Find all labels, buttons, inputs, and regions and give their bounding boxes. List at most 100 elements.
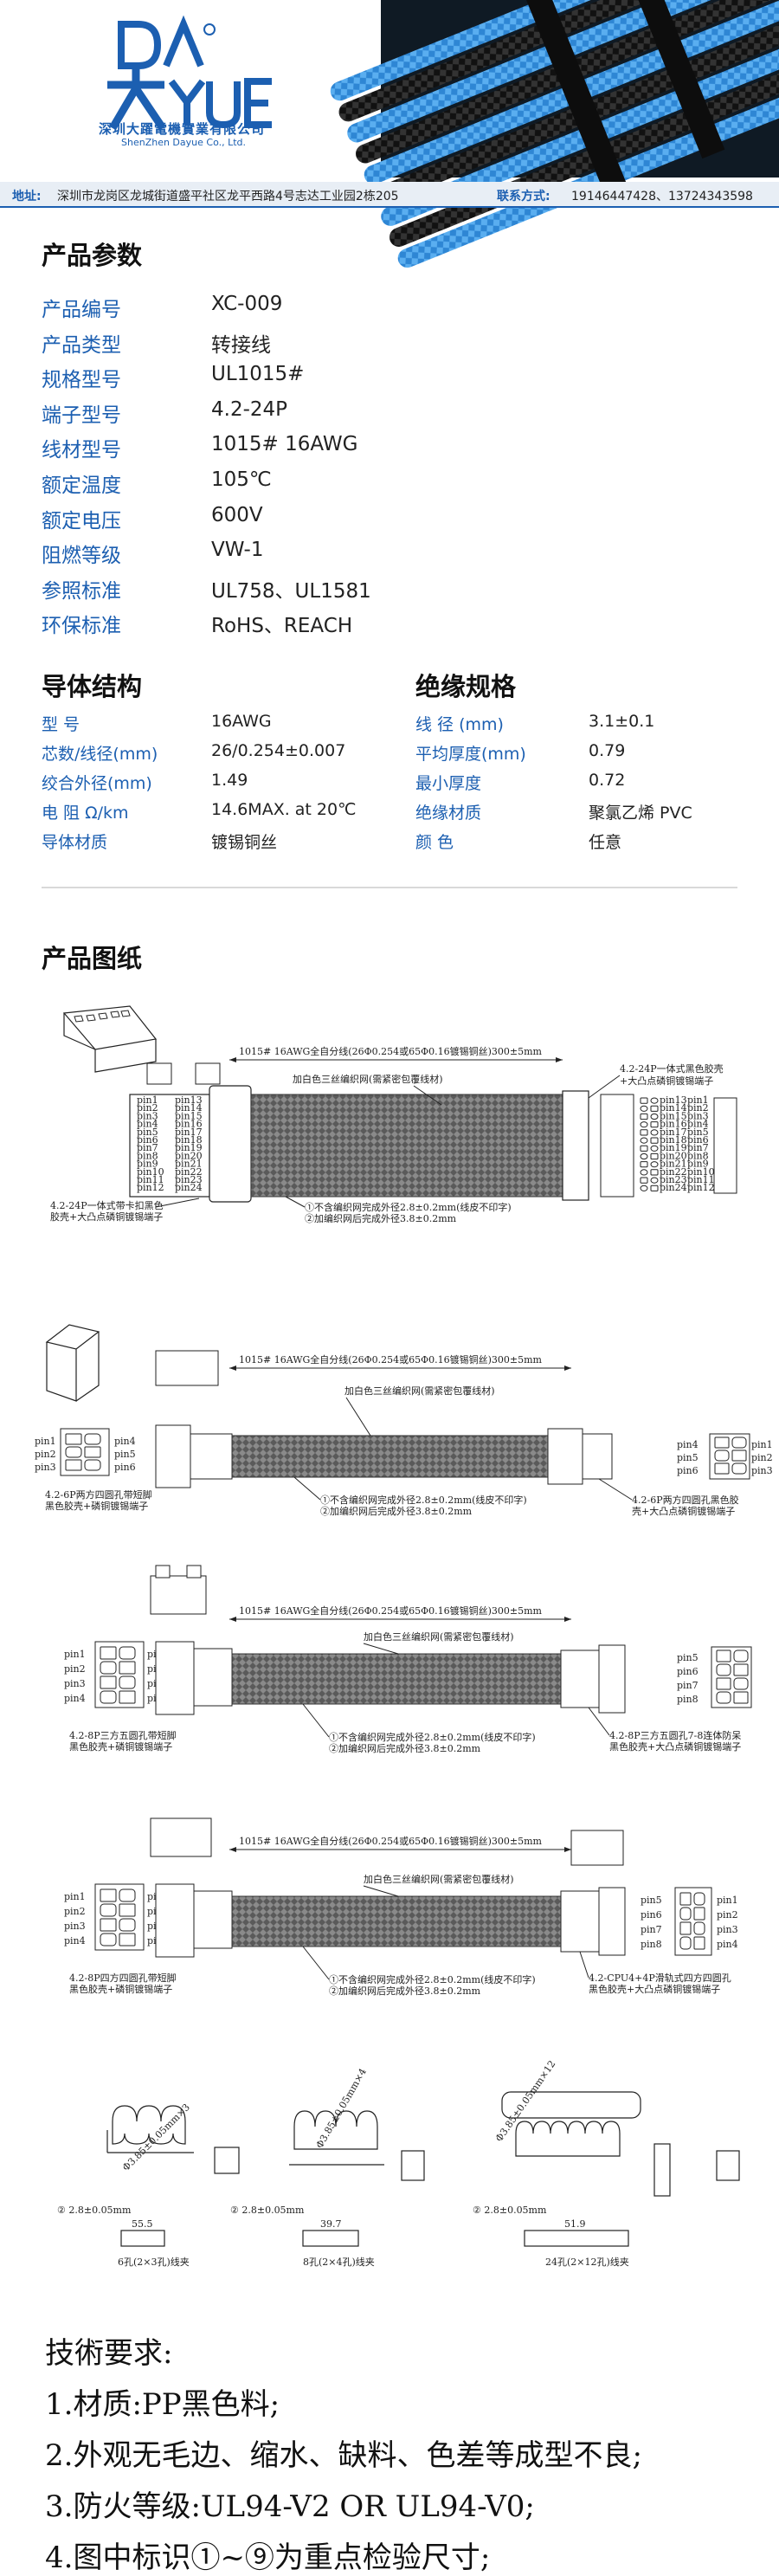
divider: [42, 887, 737, 888]
param-key: 阻燃等级: [42, 545, 121, 568]
pin-label: pin20: [175, 1150, 203, 1161]
d2-left-note-2: 黑色胶壳+磷铜镀锡端子: [45, 1500, 148, 1512]
d4-right-note-1: 4.2-CPU4+4P滑轨式四方四圆孔: [589, 1972, 731, 1984]
spec-value: 任意: [589, 833, 622, 852]
pin-label: pin6: [137, 1134, 158, 1146]
pin-label: pin21: [175, 1159, 203, 1170]
pin-hole: [65, 1446, 82, 1458]
pin-label: pin4: [64, 1693, 86, 1704]
pin-label: pin3: [717, 1924, 738, 1935]
param-row: 产品类型转接线: [42, 323, 561, 358]
pin-hole: [693, 1936, 705, 1950]
pin-label: pin14: [175, 1102, 203, 1114]
pin-hole: [679, 1892, 692, 1906]
clip-6-hole: [106, 2105, 240, 2247]
pin-hole: [714, 1449, 730, 1462]
param-key: 线材型号: [42, 439, 121, 462]
d4-right-note-2: 黑色胶壳+大凸点磷铜镀锡端子: [589, 1983, 720, 1995]
c1-label: 6孔(2×3孔)线夹: [118, 2256, 190, 2268]
c3-width: 51.9: [564, 2218, 586, 2230]
pin-label: pin24: [660, 1182, 687, 1193]
pin-hole: [693, 1892, 705, 1906]
pin-label: pin24: [175, 1182, 203, 1193]
d2-braid-text: 加白色三丝编织网(需紧密包覆线材): [344, 1385, 495, 1397]
spec-key: 平均厚度(mm): [415, 745, 526, 764]
spec-key: 最小厚度: [415, 774, 482, 793]
tech-item-2: 2.外观无毛边、缩水、缺料、色差等成型不良;: [45, 2438, 642, 2473]
spec-value: 镀锡铜丝: [211, 833, 278, 852]
pin-label: pin1: [717, 1895, 738, 1906]
pin-label: pin19: [660, 1142, 687, 1153]
d2-dim-text: 1015# 16AWG全自分线(26Φ0.254或65Φ0.16镀锡铜丝)300…: [239, 1353, 543, 1365]
pin-label: pin13: [660, 1094, 687, 1106]
pin-label: pin1: [64, 1649, 86, 1660]
spec-key: 绝缘材质: [415, 804, 482, 823]
drawings-title: 产品图纸: [42, 944, 143, 973]
c2-label: 8孔(2×4孔)线夹: [303, 2256, 375, 2268]
pin-hole: [119, 1933, 136, 1947]
pin-label: pin8: [641, 1939, 662, 1950]
pin-label: pin5: [677, 1652, 699, 1663]
d3-braid-text: 加白色三丝编织网(需紧密包覆线材): [364, 1630, 514, 1643]
d4-left-note-2: 黑色胶壳+磷铜镀锡端子: [69, 1983, 172, 1995]
drawing-cable-clips: Φ3.85±0.05mm×3 ② 2.8±0.05mm 55.5 6孔(2×3孔…: [35, 2043, 753, 2286]
pin-label: pin5: [677, 1452, 699, 1463]
page-header: 深圳大躍電機實業有限公司 ShenZhen Dayue Co., Ltd.: [0, 0, 779, 268]
pin-hole: [693, 1907, 705, 1921]
pin-label: pin23: [175, 1174, 203, 1185]
pin-label: pin3: [64, 1921, 86, 1932]
param-key: 产品编号: [42, 299, 121, 321]
param-key: 参照标准: [42, 579, 121, 603]
pin-label: pin10: [137, 1166, 164, 1178]
pin-label: pin5: [687, 1127, 709, 1138]
pin-label: pin15: [175, 1110, 203, 1121]
spec-key: 颜 色: [415, 833, 454, 852]
pin-hole: [640, 1177, 648, 1184]
pin-label: pin2: [64, 1663, 86, 1675]
pin-label: pin12: [137, 1182, 164, 1193]
conductor-row: 绞合外径(mm)1.49: [42, 767, 388, 797]
pin-hole: [650, 1145, 659, 1152]
pin-label: pin5: [114, 1449, 136, 1460]
pin-hole: [640, 1113, 648, 1120]
d1-note-1: ①不含编织网完成外径2.8±0.2mm(线皮不印字): [305, 1201, 512, 1213]
spec-value: 14.6MAX. at 20℃: [211, 800, 357, 819]
pin-hole: [650, 1161, 659, 1168]
pin-label: pin2: [687, 1102, 709, 1114]
d1-right-note-1: 4.2-24P一体式黑色胶壳: [620, 1062, 724, 1075]
param-value: 600V: [211, 503, 263, 526]
d1-left-note-2: 胶壳+大凸点磷铜镀锡端子: [50, 1211, 163, 1223]
pin-hole: [714, 1436, 730, 1449]
pin-hole: [650, 1177, 659, 1184]
pin-label: pin15: [660, 1110, 687, 1121]
pin-hole: [640, 1145, 648, 1152]
pin-label: pin8: [687, 1150, 709, 1161]
pin-hole: [733, 1663, 749, 1676]
pin-label: pin12: [687, 1182, 715, 1193]
d1-note-2: ②加编织网后完成外径3.8±0.2mm: [305, 1212, 457, 1224]
d3-right-note-2: 黑色胶壳+大凸点磷铜镀锡端子: [609, 1740, 741, 1753]
pin-hole: [100, 1690, 117, 1704]
d1-braid-text: 加白色三丝编织网(需紧密包覆线材): [293, 1073, 443, 1085]
pin-hole: [679, 1907, 692, 1921]
pin-label: pin2: [35, 1449, 56, 1460]
d1-left-note-1: 4.2-24P一体式带卡扣黑色: [50, 1199, 164, 1211]
connector-6p-3d: [45, 1324, 100, 1402]
param-value: 转接线: [211, 333, 271, 357]
c1-width: 55.5: [132, 2218, 153, 2230]
pin-label: pin6: [687, 1134, 709, 1146]
address-bar: 地址: 深圳市龙岗区龙城街道盛平社区龙平西路4号志达工业园2栋205 联系方式:…: [0, 182, 779, 208]
pin-hole: [119, 1888, 136, 1902]
pin-hole: [100, 1675, 117, 1689]
c3-label: 24孔(2×12孔)线夹: [545, 2256, 629, 2268]
pin-label: pin6: [677, 1666, 699, 1677]
pin-hole: [100, 1933, 117, 1947]
pin-label: pin22: [660, 1166, 687, 1178]
pin-hole: [640, 1105, 648, 1112]
